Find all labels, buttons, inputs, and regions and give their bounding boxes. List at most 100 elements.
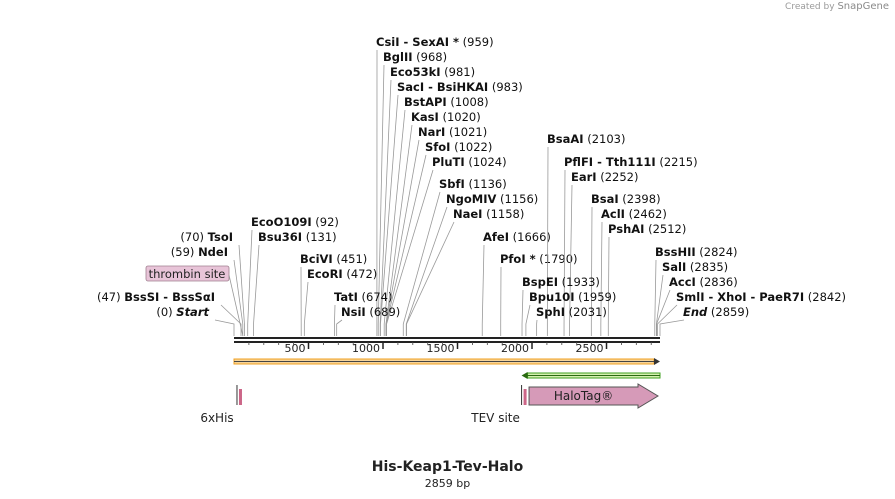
site-name: BspEI <box>522 275 558 289</box>
site-tsoi[interactable]: (70) TsoI <box>180 230 245 336</box>
feature-box <box>238 389 242 405</box>
site-bsssi[interactable]: (47) BssSI - BssSαI <box>97 290 242 336</box>
site-name: BglII <box>383 50 413 64</box>
site-position: (1024) <box>465 155 507 169</box>
site-label: SacI - BsiHKAI (983) <box>397 80 523 94</box>
site-name: EcoO109I <box>251 215 312 229</box>
site-pfoi[interactable]: PfoI * (1790) <box>500 252 578 336</box>
site-label: BsaI (2398) <box>591 192 661 206</box>
site-bcivi[interactable]: BciVI (451) <box>300 252 367 336</box>
site-label: PflFI - Tth111I (2215) <box>564 155 698 169</box>
feature-arrow <box>528 383 659 409</box>
site-bsshii[interactable]: BssHII (2824) <box>654 245 738 336</box>
site-name: NgoMIV <box>446 192 496 206</box>
site-ngomiv[interactable]: NgoMIV (1156) <box>405 192 538 336</box>
site-bspei[interactable]: BspEI (1933) <box>521 275 600 336</box>
site-leader-line <box>220 304 242 336</box>
site-leader-line <box>336 319 343 336</box>
site-bstapi[interactable]: BstAPI (1008) <box>383 95 489 336</box>
feature-halotag[interactable]: HaloTag® <box>528 383 659 409</box>
site-leader-line <box>377 64 385 336</box>
site-label: Eco53kI (981) <box>390 65 475 79</box>
ruler-label: 1500 <box>427 342 455 355</box>
site-smli[interactable]: SmlI - XhoI - PaeR7I (2842) <box>657 290 846 336</box>
site-bsaai[interactable]: BsaAI (2103) <box>546 132 626 336</box>
site-name: End <box>683 305 708 319</box>
site-bpu10i[interactable]: Bpu10I (1959) <box>525 290 616 336</box>
ruler-label: 2000 <box>501 342 529 355</box>
site-leader-line <box>569 184 573 336</box>
site-position: (92) <box>312 215 339 229</box>
site-end[interactable]: End (2859) <box>659 305 749 336</box>
site-position: (0) <box>156 305 176 319</box>
site-pshai[interactable]: PshAI (2512) <box>607 222 686 336</box>
feature-thrombinsite[interactable]: thrombin site <box>145 265 244 337</box>
site-name: TsoI <box>208 230 233 244</box>
site-leader-line <box>656 289 671 336</box>
site-name: KasI <box>411 110 439 124</box>
site-label: (47) BssSI - BssSαI <box>97 290 215 304</box>
site-position: (1022) <box>450 140 492 154</box>
site-name: PshAI <box>608 222 644 236</box>
site-leader-line <box>383 109 406 336</box>
site-eari[interactable]: EarI (2252) <box>569 170 639 336</box>
site-bglii[interactable]: BglII (968) <box>377 50 447 336</box>
site-position: (2103) <box>584 132 626 146</box>
site-ecoo109i[interactable]: EcoO109I (92) <box>247 215 339 336</box>
site-label: KasI (1020) <box>411 110 481 124</box>
site-name: AfeI <box>483 230 509 244</box>
site-leader-line <box>386 169 434 336</box>
site-position: (1790) <box>536 252 578 266</box>
site-leader-line <box>607 236 610 336</box>
site-ecori[interactable]: EcoRI (472) <box>303 267 378 336</box>
site-acli[interactable]: AclI (2462) <box>600 207 667 336</box>
site-acci[interactable]: AccI (2836) <box>656 275 738 336</box>
site-label: SmlI - XhoI - PaeR7I (2842) <box>676 290 846 304</box>
site-pflfi[interactable]: PflFI - Tth111I (2215) <box>563 155 698 336</box>
site-bsu36i[interactable]: Bsu36I (131) <box>253 230 337 336</box>
site-tati[interactable]: TatI (674) <box>334 290 393 336</box>
site-leader-line <box>233 259 244 336</box>
orf-forward-arrowhead <box>654 358 660 365</box>
site-label: AclI (2462) <box>601 207 667 221</box>
site-position: (1136) <box>465 177 507 191</box>
site-leader-line <box>238 244 245 336</box>
site-name: Bpu10I <box>529 290 574 304</box>
site-leader-line <box>590 206 593 336</box>
site-label: BssHII (2824) <box>655 245 738 259</box>
site-label: (59) NdeI <box>171 245 228 259</box>
site-leader-line <box>303 281 309 336</box>
site-saci[interactable]: SacI - BsiHKAI (983) <box>380 80 523 336</box>
site-name: SfoI <box>425 140 450 154</box>
site-name: PflFI <box>564 155 593 169</box>
site-name: BsaI <box>591 192 619 206</box>
site-position: (472) <box>343 267 378 281</box>
site-sphi[interactable]: SphI (2031) <box>536 305 607 336</box>
site-position: (451) <box>333 252 368 266</box>
feature-label: 6xHis <box>200 411 233 425</box>
site-name: BsaAI <box>547 132 584 146</box>
site-label: EcoO109I (92) <box>251 215 339 229</box>
site-csii[interactable]: CsiI - SexAI * (959) <box>376 35 494 336</box>
site-ndei[interactable]: (59) NdeI <box>171 245 244 336</box>
site-position: (2512) <box>644 222 686 236</box>
site-position: (2824) <box>696 245 738 259</box>
site-position: (2842) <box>804 290 846 304</box>
feature-tevsite[interactable]: TEV site <box>470 385 527 425</box>
site-sbfi[interactable]: SbfI (1136) <box>402 177 507 336</box>
site-name: SacI <box>397 80 424 94</box>
site-start[interactable]: (0) Start <box>156 305 235 336</box>
site-name: Start <box>176 305 209 319</box>
site-bsai[interactable]: BsaI (2398) <box>590 192 661 336</box>
site-sfoi[interactable]: SfoI (1022) <box>385 140 492 336</box>
site-nsii[interactable]: NsiI (689) <box>336 305 401 336</box>
site-position: (1156) <box>496 192 538 206</box>
site-naei[interactable]: NaeI (1158) <box>406 207 525 336</box>
ruler-label: 2500 <box>576 342 604 355</box>
site-afei[interactable]: AfeI (1666) <box>481 230 551 336</box>
feature-6xhis[interactable]: 6xHis <box>200 385 242 425</box>
site-name: NdeI <box>198 245 228 259</box>
site-name: SphI <box>536 305 565 319</box>
site-pluti[interactable]: PluTI (1024) <box>386 155 507 336</box>
site-name: Eco53kI <box>390 65 441 79</box>
